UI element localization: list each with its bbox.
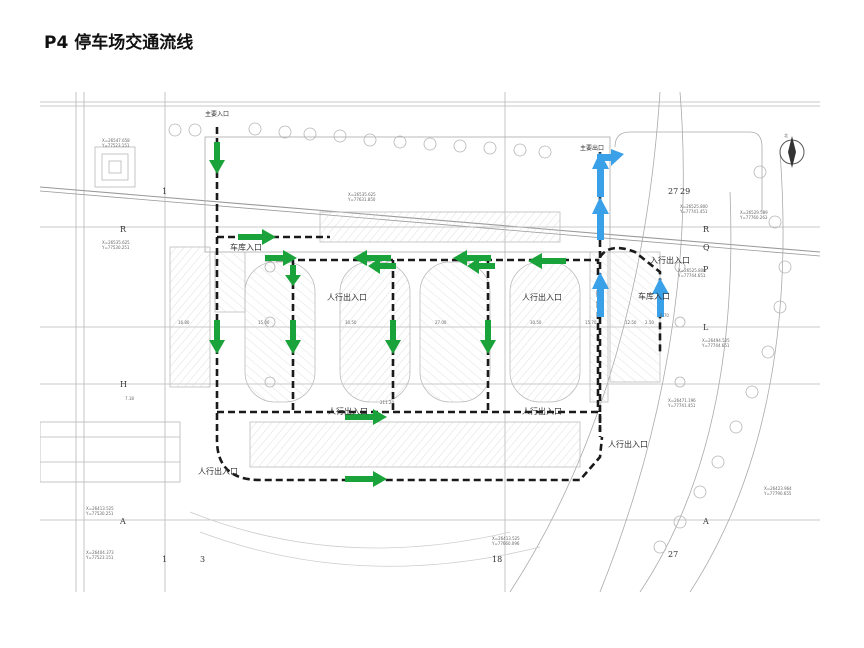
green-arrow-down-4 [285,320,301,354]
entry-arrows [209,142,566,487]
svg-text:27.00: 27.00 [435,320,447,325]
svg-text:X=26471.196: X=26471.196 [668,398,696,403]
svg-text:H: H [120,380,127,389]
dimension-text: 30.50 27.00 30.50 15.70 15.00 16.80 12.5… [125,313,669,405]
svg-text:30.50: 30.50 [530,320,542,325]
green-arrow-down-5 [385,320,401,354]
svg-text:16.80: 16.80 [178,320,190,325]
blue-arrow-turn-1 [597,149,624,166]
svg-text:3: 3 [200,555,205,564]
svg-text:X=26404.373: X=26404.373 [86,550,114,555]
green-arrow-left-5 [528,253,566,269]
svg-text:X=26547.658: X=26547.658 [102,138,130,143]
green-arrow-right-1 [238,229,276,245]
svg-text:Y=77744.651: Y=77744.651 [677,273,706,278]
svg-text:Y=77523.151: Y=77523.151 [85,555,114,560]
svg-text:Y=77631.850: Y=77631.850 [347,197,376,202]
svg-text:Y=77530.251: Y=77530.251 [101,245,130,250]
svg-text:27: 27 [668,550,678,559]
svg-text:29: 29 [680,187,690,196]
svg-text:L: L [703,323,709,332]
svg-text:X=26413.525: X=26413.525 [86,506,114,511]
svg-text:6.70: 6.70 [660,313,669,318]
label-garage-right-top: 入行出入口 [650,255,690,265]
axis-markers: 1 R H A 1 3 18 27 29 R Q P L A 27 [119,187,710,564]
parking-stalls [169,211,661,468]
green-arrow-left-4 [467,258,495,274]
svg-text:X=26535.625: X=26535.625 [102,240,130,245]
svg-text:15.70: 15.70 [585,320,597,325]
svg-text:R: R [703,225,710,234]
svg-text:Y=77741.451: Y=77741.451 [679,209,708,214]
svg-text:30.50: 30.50 [345,320,357,325]
svg-text:211.20: 211.20 [380,400,394,405]
label-ped-4: 人行出入口 [522,406,562,416]
green-arrow-down-1 [209,142,225,174]
label-ped-6: 人行出入口 [608,439,648,449]
svg-text:Y=77660.096: Y=77660.096 [491,541,520,546]
blue-arrow-up-4 [652,278,669,317]
green-arrow-down-2 [285,265,301,286]
svg-text:Y=77744.651: Y=77744.651 [701,343,730,348]
svg-text:P: P [703,265,709,274]
svg-text:27: 27 [668,187,678,196]
parking-plan: 北 主要入口 [40,92,820,592]
green-arrow-right-4 [345,471,387,487]
svg-text:X=26423.964: X=26423.964 [764,486,792,491]
label-main-exit: 主要出口 [580,144,604,152]
green-arrow-left-2 [368,258,396,274]
svg-text:Y=77741.451: Y=77741.451 [667,403,696,408]
svg-text:2.50: 2.50 [645,320,654,325]
label-main-entrance: 主要入口 [205,110,229,118]
svg-text:Y=77530.251: Y=77530.251 [85,511,114,516]
page-title: P4 停车场交通流线 [44,33,194,53]
plan-labels: 主要入口 主要出口 车库入口 车库入口 入行出入口 人行出入口 人行出入口 人行… [198,110,690,476]
svg-text:X=26535.625: X=26535.625 [348,192,376,197]
north-arrow-icon: 北 [779,132,805,168]
svg-text:Y=77760.263: Y=77760.263 [739,215,768,220]
label-ped-2: 人行出入口 [522,292,562,302]
green-arrow-right-3 [345,409,387,425]
svg-text:R: R [120,225,127,234]
coordinate-labels: X=26547.658 Y=77523.151 X=26535.625 Y=77… [85,138,792,560]
svg-text:15.00: 15.00 [258,320,270,325]
north-label: 北 [784,132,788,138]
blue-arrow-up-3 [592,272,609,317]
svg-text:1: 1 [162,555,167,564]
svg-text:7.18: 7.18 [125,396,134,401]
svg-text:X=26529.589: X=26529.589 [740,210,768,215]
label-garage-entrance-left: 车库入口 [230,242,262,252]
svg-text:1: 1 [162,187,167,196]
green-arrow-left-3 [453,250,491,266]
label-garage-entrance-right: 车库入口 [638,291,670,301]
label-ped-3: 人行出入口 [328,406,368,416]
svg-text:Y=77790.655: Y=77790.655 [763,491,792,496]
label-ped-1: 人行出入口 [327,292,367,302]
green-arrow-right-2 [265,250,297,266]
green-arrow-down-6 [480,320,496,354]
svg-text:Y=77523.151: Y=77523.151 [101,143,130,148]
svg-text:X=26494.525: X=26494.525 [702,338,730,343]
svg-text:A: A [119,517,126,526]
label-ped-5: 人行出入口 [198,466,238,476]
green-arrow-left-1 [353,250,391,266]
green-arrow-down-3 [209,320,225,354]
exit-arrows [592,149,669,317]
svg-text:A: A [702,517,709,526]
svg-text:X=26413.525: X=26413.525 [492,536,520,541]
svg-text:18: 18 [492,555,502,564]
svg-text:X=26525.800: X=26525.800 [680,204,708,209]
svg-text:X=26525.800: X=26525.800 [678,268,706,273]
svg-text:12.50: 12.50 [625,320,637,325]
svg-text:Q: Q [703,243,710,252]
blue-arrow-up-2 [592,197,609,240]
